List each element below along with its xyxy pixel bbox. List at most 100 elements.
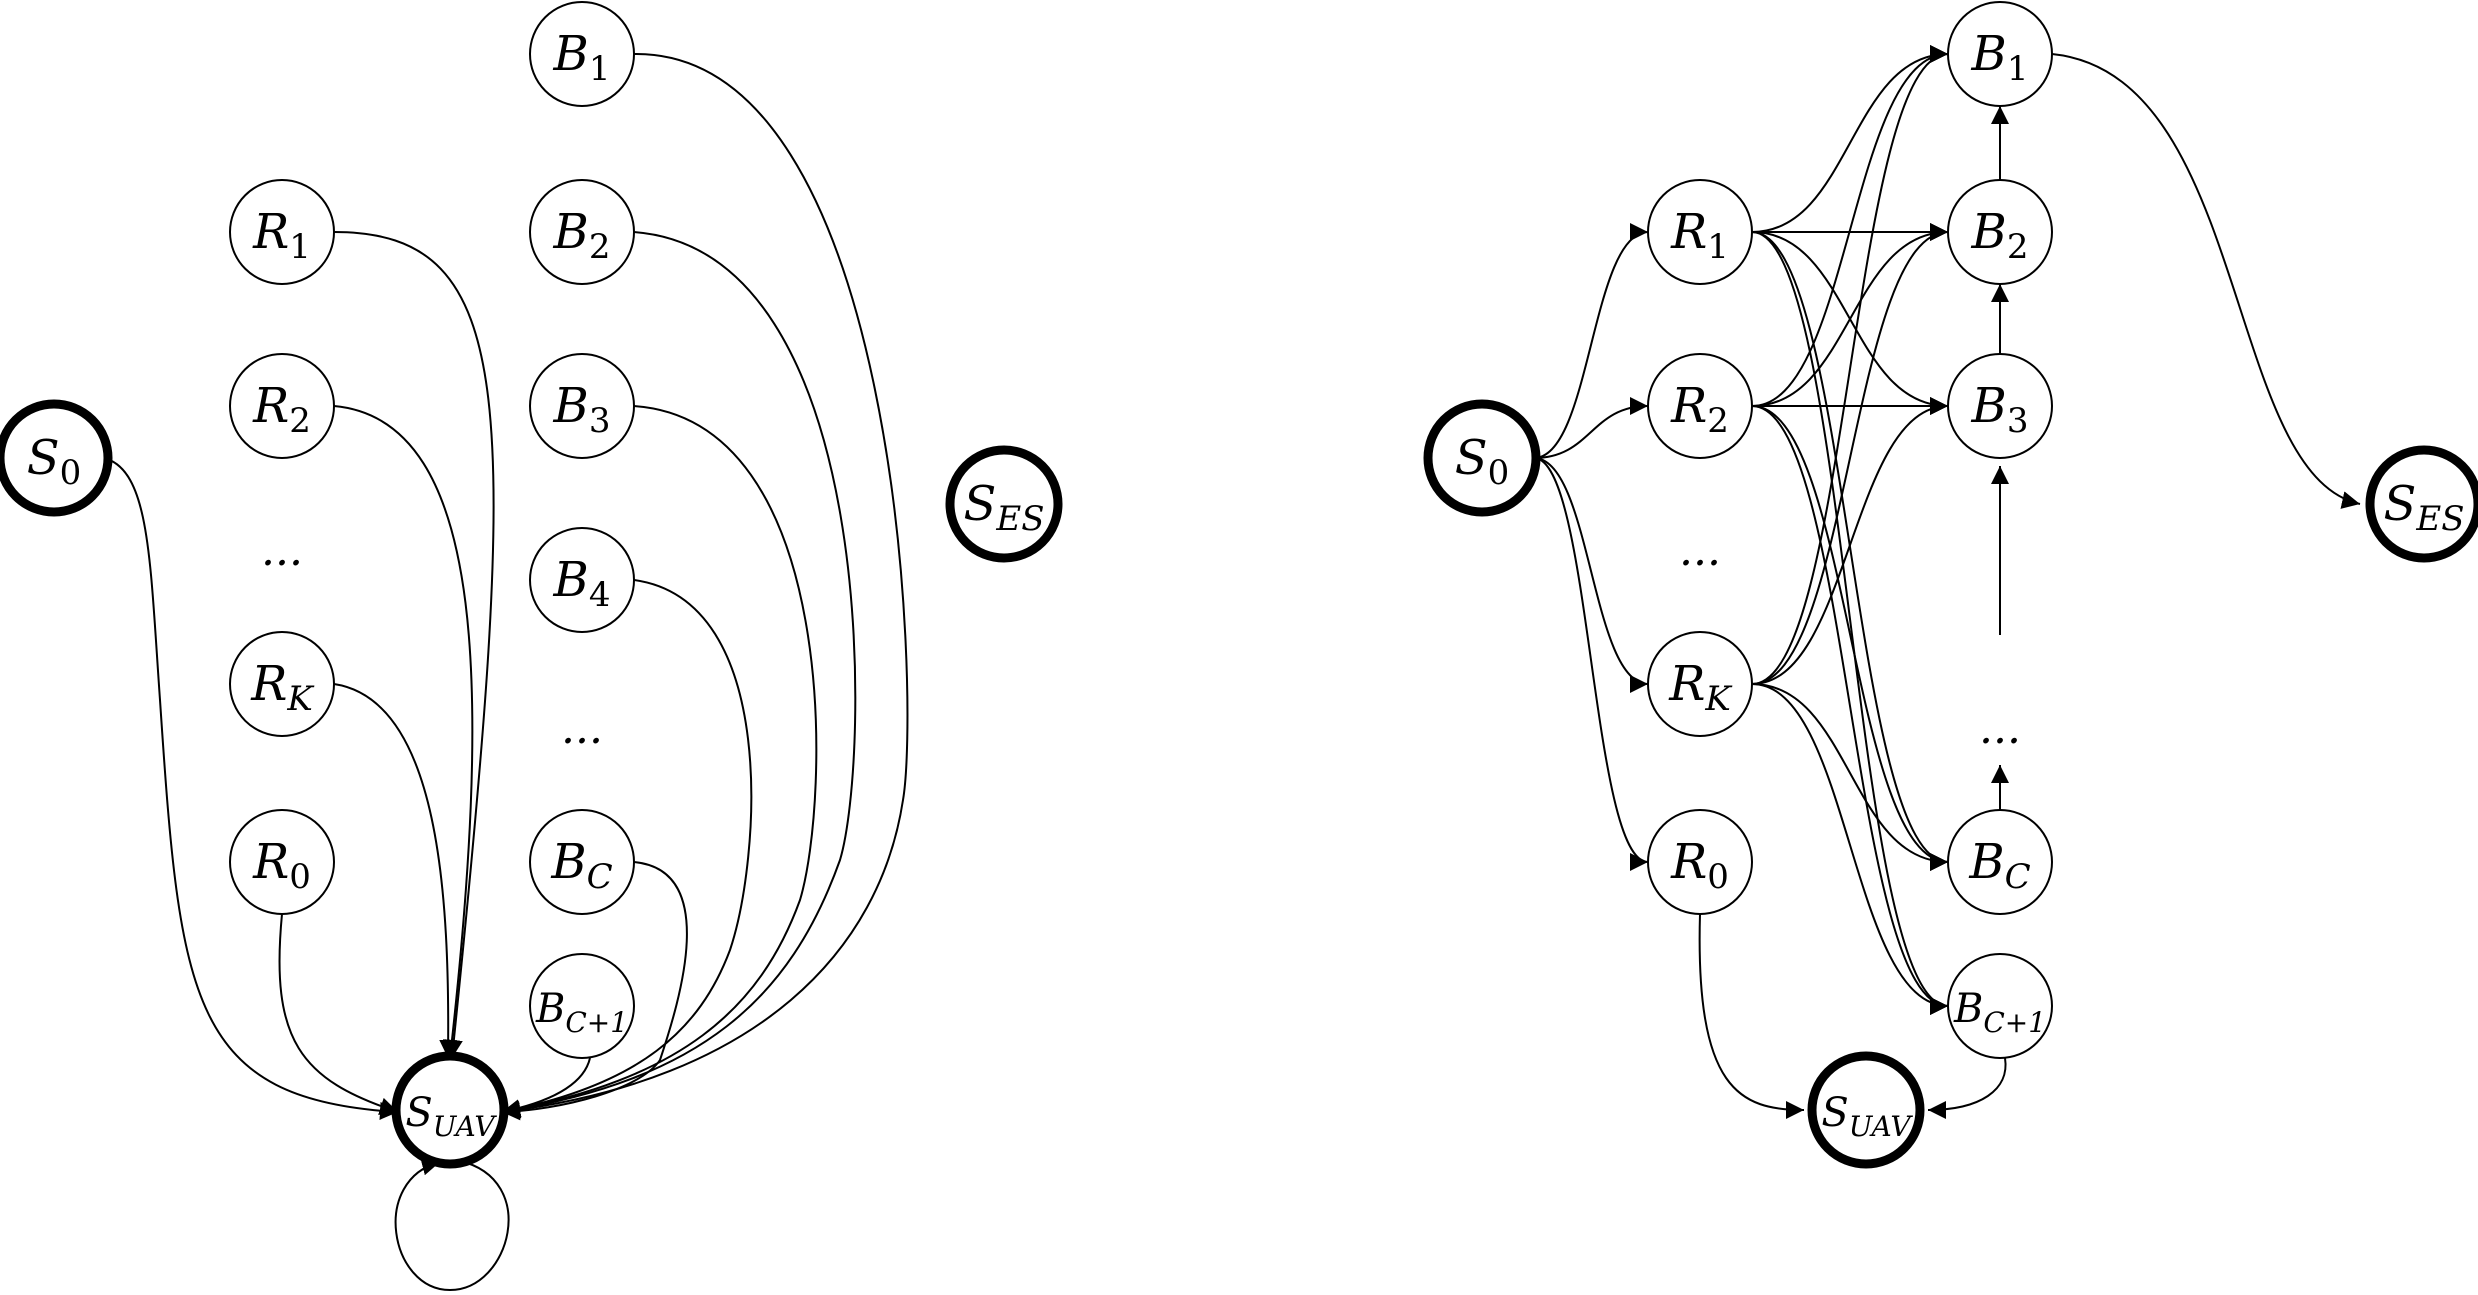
node-label-main: S [963, 476, 996, 532]
node-R1-circle [1647, 179, 1753, 285]
node-B2-circle [1947, 179, 2053, 285]
node-label-main: S [2383, 476, 2416, 532]
node-RK: RK [1647, 631, 1753, 737]
edge-BC-to-SUAV [501, 861, 688, 1121]
edge-R1-to-BC1 [1751, 231, 1949, 1015]
edge-R2-to-BC1 [1751, 405, 1949, 1015]
node-R2-circle [1647, 353, 1753, 459]
node-label-main: S [405, 1090, 432, 1136]
node-S0-circle [1423, 399, 1541, 517]
edge-S0-to-R2 [1533, 397, 1649, 459]
edge-S0-to-RK [1533, 457, 1649, 693]
edge-RK-to-B3 [1751, 397, 1949, 685]
node-label-sub: 3 [2007, 401, 2029, 441]
node-B2-label: B2 [553, 204, 611, 267]
node-S0: S0 [0, 399, 113, 517]
node-B3-circle [1947, 353, 2053, 459]
node-label-sub: 4 [589, 575, 611, 615]
edge-RK-to-B1 [1751, 45, 1949, 685]
node-RK-label: RK [1668, 656, 1733, 719]
node-label-sub: 0 [1488, 453, 1510, 493]
node-BC: BC [1947, 809, 2053, 915]
node-label-main: B [1971, 26, 2007, 82]
node-R1-circle [229, 179, 335, 285]
right-nodes: S0R1R2RKR0B1B2B3BCBC+1SUAVSES...... [1423, 1, 2478, 1169]
node-R0-circle [1647, 809, 1753, 915]
node-RK-circle [229, 631, 335, 737]
node-label-sub: ES [995, 499, 1044, 539]
edge-R2-to-B1 [1751, 45, 1949, 407]
node-B3-circle [529, 353, 635, 459]
edge-BC1-to-SUAV [501, 1057, 591, 1118]
node-label-main: B [535, 986, 565, 1032]
node-label-sub: 0 [60, 453, 82, 493]
node-BC1-label: BC+1 [535, 986, 628, 1039]
node-SES-label: SES [2383, 476, 2464, 539]
node-S0-label: S0 [1455, 430, 1510, 493]
right-state-diagram: S0R1R2RKR0B1B2B3BCBC+1SUAVSES...... [1423, 1, 2478, 1169]
edge-RK-to-SUAV [333, 683, 458, 1059]
node-B3-label: B3 [553, 378, 611, 441]
node-S0: S0 [1423, 399, 1541, 517]
node-label-sub: 1 [589, 49, 611, 89]
node-B3-label: B3 [1971, 378, 2029, 441]
node-B1: B1 [529, 1, 635, 107]
node-SUAV-label: SUAV [1821, 1090, 1913, 1143]
node-B2: B2 [529, 179, 635, 285]
node-B3: B3 [1947, 353, 2053, 459]
edge-R1-to-B1 [1751, 45, 1949, 233]
node-SES-circle [2365, 445, 2478, 563]
node-B3: B3 [529, 353, 635, 459]
node-label-main: R [252, 204, 289, 260]
node-B4: B4 [529, 527, 635, 633]
node-B4-label: B4 [553, 552, 611, 615]
node-BC1-label: BC+1 [1953, 986, 2046, 1039]
node-label-sub: UAV [433, 1110, 498, 1143]
R-ellipsis: ... [1679, 525, 1721, 576]
node-label-sub: C+1 [565, 1006, 628, 1039]
node-label-sub: ES [2415, 499, 2464, 539]
node-SUAV: SUAV [1807, 1051, 1925, 1169]
node-label-main: R [250, 656, 287, 712]
node-BC-label: BC [550, 834, 612, 897]
node-SUAV-circle [1807, 1051, 1925, 1169]
node-label-main: B [1968, 834, 2004, 890]
node-label-main: B [553, 378, 589, 434]
node-RK: RK [229, 631, 335, 737]
node-B1-circle [1947, 1, 2053, 107]
node-label-sub: 2 [289, 401, 311, 441]
edge-B3-to-SUAV [501, 405, 818, 1118]
node-label-sub: 1 [2007, 49, 2029, 89]
node-R0-circle [229, 809, 335, 915]
node-B2: B2 [1947, 179, 2053, 285]
left-edges [103, 52, 909, 1292]
node-R1: R1 [229, 179, 335, 285]
edge-RK-to-BC [1751, 683, 1949, 871]
node-SUAV-label: SUAV [405, 1090, 497, 1143]
node-SES-circle [945, 445, 1063, 563]
node-SES-label: SES [963, 476, 1044, 539]
node-B1: B1 [1947, 1, 2053, 107]
node-label-sub: K [1704, 679, 1733, 719]
node-label-main: B [553, 26, 589, 82]
node-label-sub: 0 [1707, 857, 1729, 897]
node-label-sub: 3 [589, 401, 611, 441]
node-R1-label: R1 [1670, 204, 1729, 267]
node-label-main: B [553, 204, 589, 260]
node-R2: R2 [229, 353, 335, 459]
edge-S0-to-SUAV [103, 457, 399, 1120]
node-RK-label: RK [250, 656, 315, 719]
node-label-sub: C [587, 857, 613, 897]
node-label-main: R [1668, 656, 1705, 712]
node-SES: SES [2365, 445, 2478, 563]
node-label-sub: 1 [289, 227, 311, 267]
B-ellipsis: ... [1979, 703, 2021, 754]
node-label-sub: 2 [1707, 401, 1729, 441]
node-label-main: S [1821, 1090, 1848, 1136]
edge-RK-to-BC1 [1751, 683, 1949, 1015]
node-R0-label: R0 [252, 834, 311, 897]
node-B1-circle [529, 1, 635, 107]
edge-B4-to-SUAV [501, 579, 753, 1118]
node-BC1: BC+1 [1947, 953, 2053, 1059]
edge-R2-to-B2 [1751, 223, 1949, 407]
